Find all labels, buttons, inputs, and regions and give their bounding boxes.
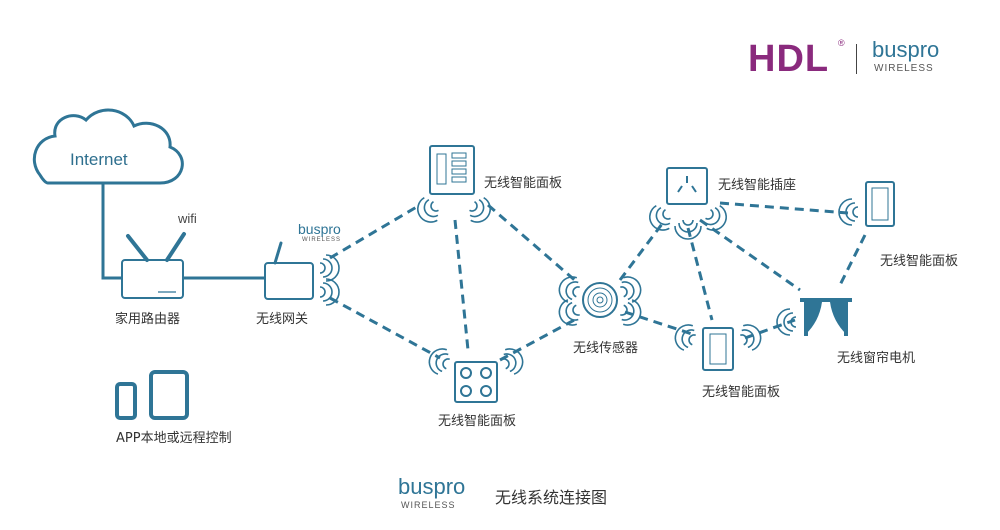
internet-cloud-icon	[32, 108, 184, 185]
link-panel-right-curtain	[838, 234, 867, 286]
socket-icon	[666, 167, 708, 205]
link-panel-top-panel-bottom	[453, 219, 470, 351]
link-gateway-panel-top	[329, 203, 421, 260]
wifi-label: wifi	[178, 211, 197, 226]
gateway-signal-icon	[319, 254, 340, 282]
sensor-icon	[582, 282, 618, 318]
link-sensor-panel-mid	[624, 310, 696, 337]
internet-label: Internet	[70, 150, 128, 169]
footer-buspro-logo: buspro	[398, 474, 466, 499]
socket-label: 无线智能插座	[718, 178, 797, 193]
link-gateway-panel-bottom	[329, 296, 441, 360]
diagram-title: 无线系统连接图	[495, 488, 608, 507]
panel-right-icon	[865, 181, 895, 227]
registered-mark: ®	[838, 38, 845, 48]
panel-mid-icon	[702, 327, 734, 371]
gateway-signal-icon-2	[319, 278, 340, 306]
link-socket-panel-right	[719, 201, 849, 215]
curtain-label: 无线窗帘电机	[837, 351, 916, 366]
panel-right-label: 无线智能面板	[880, 254, 959, 269]
link-panel-top-sensor	[487, 203, 579, 285]
link-sensor-socket	[618, 219, 667, 281]
router-icon	[121, 232, 186, 299]
link-socket-curtain	[699, 218, 801, 292]
panel-mid-label: 无线智能面板	[702, 385, 781, 400]
buspro-logo: buspro	[872, 37, 940, 62]
gateway-label: 无线网关	[256, 312, 309, 327]
cloud-router-link	[101, 182, 122, 280]
sensor-label: 无线传感器	[573, 341, 639, 356]
panel-bottom-label: 无线智能面板	[438, 414, 517, 429]
link-socket-panel-mid	[686, 227, 714, 321]
buspro-logo-sub: WIRELESS	[874, 63, 934, 74]
hdl-logo: HDL	[748, 38, 830, 80]
app-label: APP本地或远程控制	[116, 431, 232, 446]
gateway-buspro-sub: WIRELESS	[302, 237, 342, 243]
brand-separator	[856, 44, 857, 74]
panel-bottom-icon	[454, 361, 498, 403]
panel-top-icon	[429, 145, 475, 195]
router-label: 家用路由器	[115, 312, 181, 327]
gateway-buspro-logo: buspro	[298, 221, 341, 237]
gateway-icon	[264, 241, 314, 300]
wired-links	[101, 182, 265, 280]
app-devices-icon	[115, 370, 189, 420]
footer-buspro-sub: WIRELESS	[401, 500, 456, 510]
curtain-icon	[800, 298, 852, 336]
panel-top-label: 无线智能面板	[484, 176, 563, 191]
